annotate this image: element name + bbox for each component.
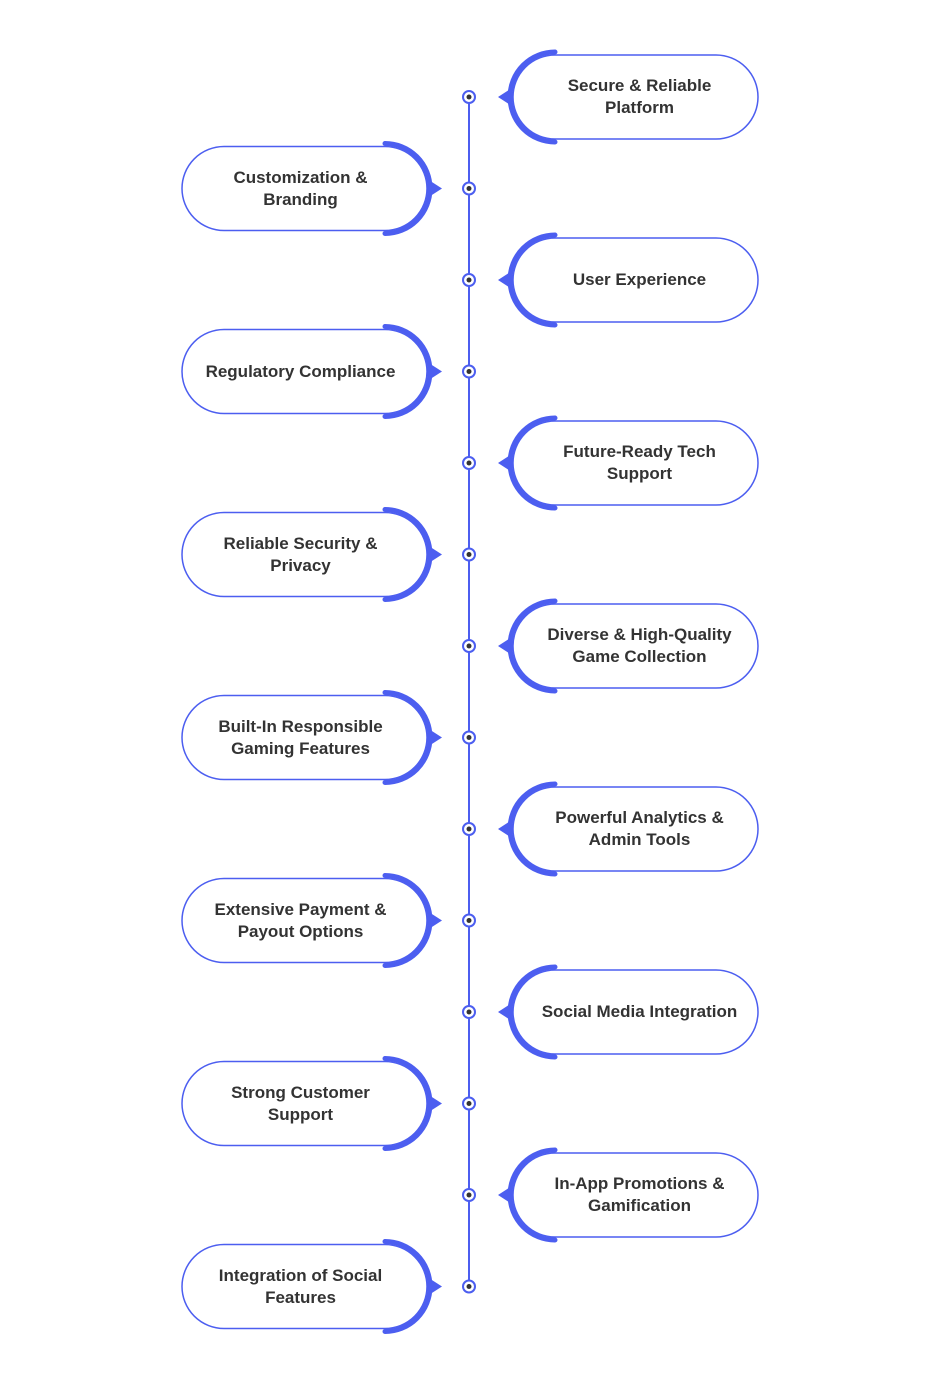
timeline-item-11 bbox=[462, 964, 759, 1060]
pill-outline bbox=[512, 54, 759, 140]
pill-pointer-arrow bbox=[498, 454, 512, 472]
timeline-item-label: Reliable Security & Privacy bbox=[223, 533, 378, 575]
timeline-node-dot bbox=[466, 1009, 472, 1015]
timeline-item-label: User Experience bbox=[572, 270, 707, 289]
pill-outline bbox=[512, 420, 759, 506]
pill-outline bbox=[512, 786, 759, 872]
timeline-item-label: Social Media Integration bbox=[541, 1002, 738, 1021]
timeline-item-13 bbox=[462, 1147, 759, 1243]
timeline-item-5 bbox=[462, 415, 759, 511]
timeline-node-dot bbox=[466, 1284, 472, 1289]
pill-outline bbox=[181, 511, 428, 598]
timeline-item-label: Powerful Analytics & Admin Tools bbox=[555, 808, 724, 849]
timeline-node-dot bbox=[466, 643, 472, 649]
timeline-node-dot bbox=[466, 918, 472, 923]
pill-pointer-arrow bbox=[428, 911, 442, 930]
pill-pointer-arrow bbox=[428, 545, 442, 564]
pill-pointer-arrow bbox=[428, 362, 442, 381]
timeline-node-dot bbox=[466, 460, 472, 466]
timeline-node-dot bbox=[466, 277, 472, 283]
pill-outline bbox=[181, 694, 428, 781]
timeline-node-dot bbox=[466, 1192, 472, 1198]
timeline-node-dot bbox=[466, 1101, 472, 1106]
timeline-item-9 bbox=[462, 781, 759, 877]
pill-pointer-arrow bbox=[498, 88, 512, 106]
timeline-item-label: Customization & Branding bbox=[233, 167, 368, 209]
timeline-item-label: Regulatory Compliance bbox=[205, 361, 396, 381]
pill-pointer-arrow bbox=[498, 1186, 512, 1204]
timeline-node-dot bbox=[466, 826, 472, 832]
timeline-item-7 bbox=[462, 598, 759, 694]
timeline-item-14 bbox=[181, 1239, 476, 1334]
timeline-item-label: Secure & Reliable Platform bbox=[567, 76, 712, 117]
timeline-item-12 bbox=[181, 1056, 476, 1151]
pill-outline bbox=[512, 1152, 759, 1238]
timeline-item-label: Strong Customer Support bbox=[231, 1082, 370, 1124]
pill-pointer-arrow bbox=[498, 1003, 512, 1021]
pill-pointer-arrow bbox=[498, 637, 512, 655]
pill-pointer-arrow bbox=[428, 1277, 442, 1296]
timeline-node-dot bbox=[466, 186, 472, 191]
timeline-node-dot bbox=[466, 735, 472, 740]
timeline-item-3 bbox=[462, 232, 759, 328]
timeline-node-dot bbox=[466, 94, 472, 100]
timeline-item-8 bbox=[181, 690, 476, 785]
pill-outline bbox=[181, 1060, 428, 1147]
pill-outline bbox=[512, 969, 759, 1055]
pill-pointer-arrow bbox=[428, 728, 442, 747]
pill-pointer-arrow bbox=[498, 271, 512, 289]
pill-outline bbox=[181, 145, 428, 232]
timeline-item-10 bbox=[181, 873, 476, 968]
timeline-item-6 bbox=[181, 507, 476, 602]
timeline-item-label: Extensive Payment & Payout Options bbox=[214, 899, 387, 941]
timeline-node-dot bbox=[466, 552, 472, 557]
timeline-item-label: Future-Ready Tech Support bbox=[563, 442, 716, 483]
pill-outline bbox=[181, 877, 428, 964]
timeline-item-label: Diverse & High-Quality Game Collection bbox=[547, 625, 732, 666]
timeline-item-label: Built-In Responsible Gaming Features bbox=[218, 716, 383, 758]
timeline-item-1 bbox=[462, 49, 759, 145]
pill-pointer-arrow bbox=[498, 820, 512, 838]
pill-outline bbox=[512, 237, 759, 323]
pill-pointer-arrow bbox=[428, 1094, 442, 1113]
timeline-node-dot bbox=[466, 369, 472, 374]
pill-outline bbox=[181, 328, 428, 415]
pill-pointer-arrow bbox=[428, 179, 442, 198]
timeline-item-label: In-App Promotions & Gamification bbox=[554, 1174, 725, 1215]
timeline-item-label: Integration of Social Features bbox=[218, 1265, 383, 1307]
pill-outline bbox=[181, 1243, 428, 1330]
pill-outline bbox=[512, 603, 759, 689]
timeline-item-2 bbox=[181, 141, 476, 236]
timeline-item-4 bbox=[181, 324, 476, 419]
